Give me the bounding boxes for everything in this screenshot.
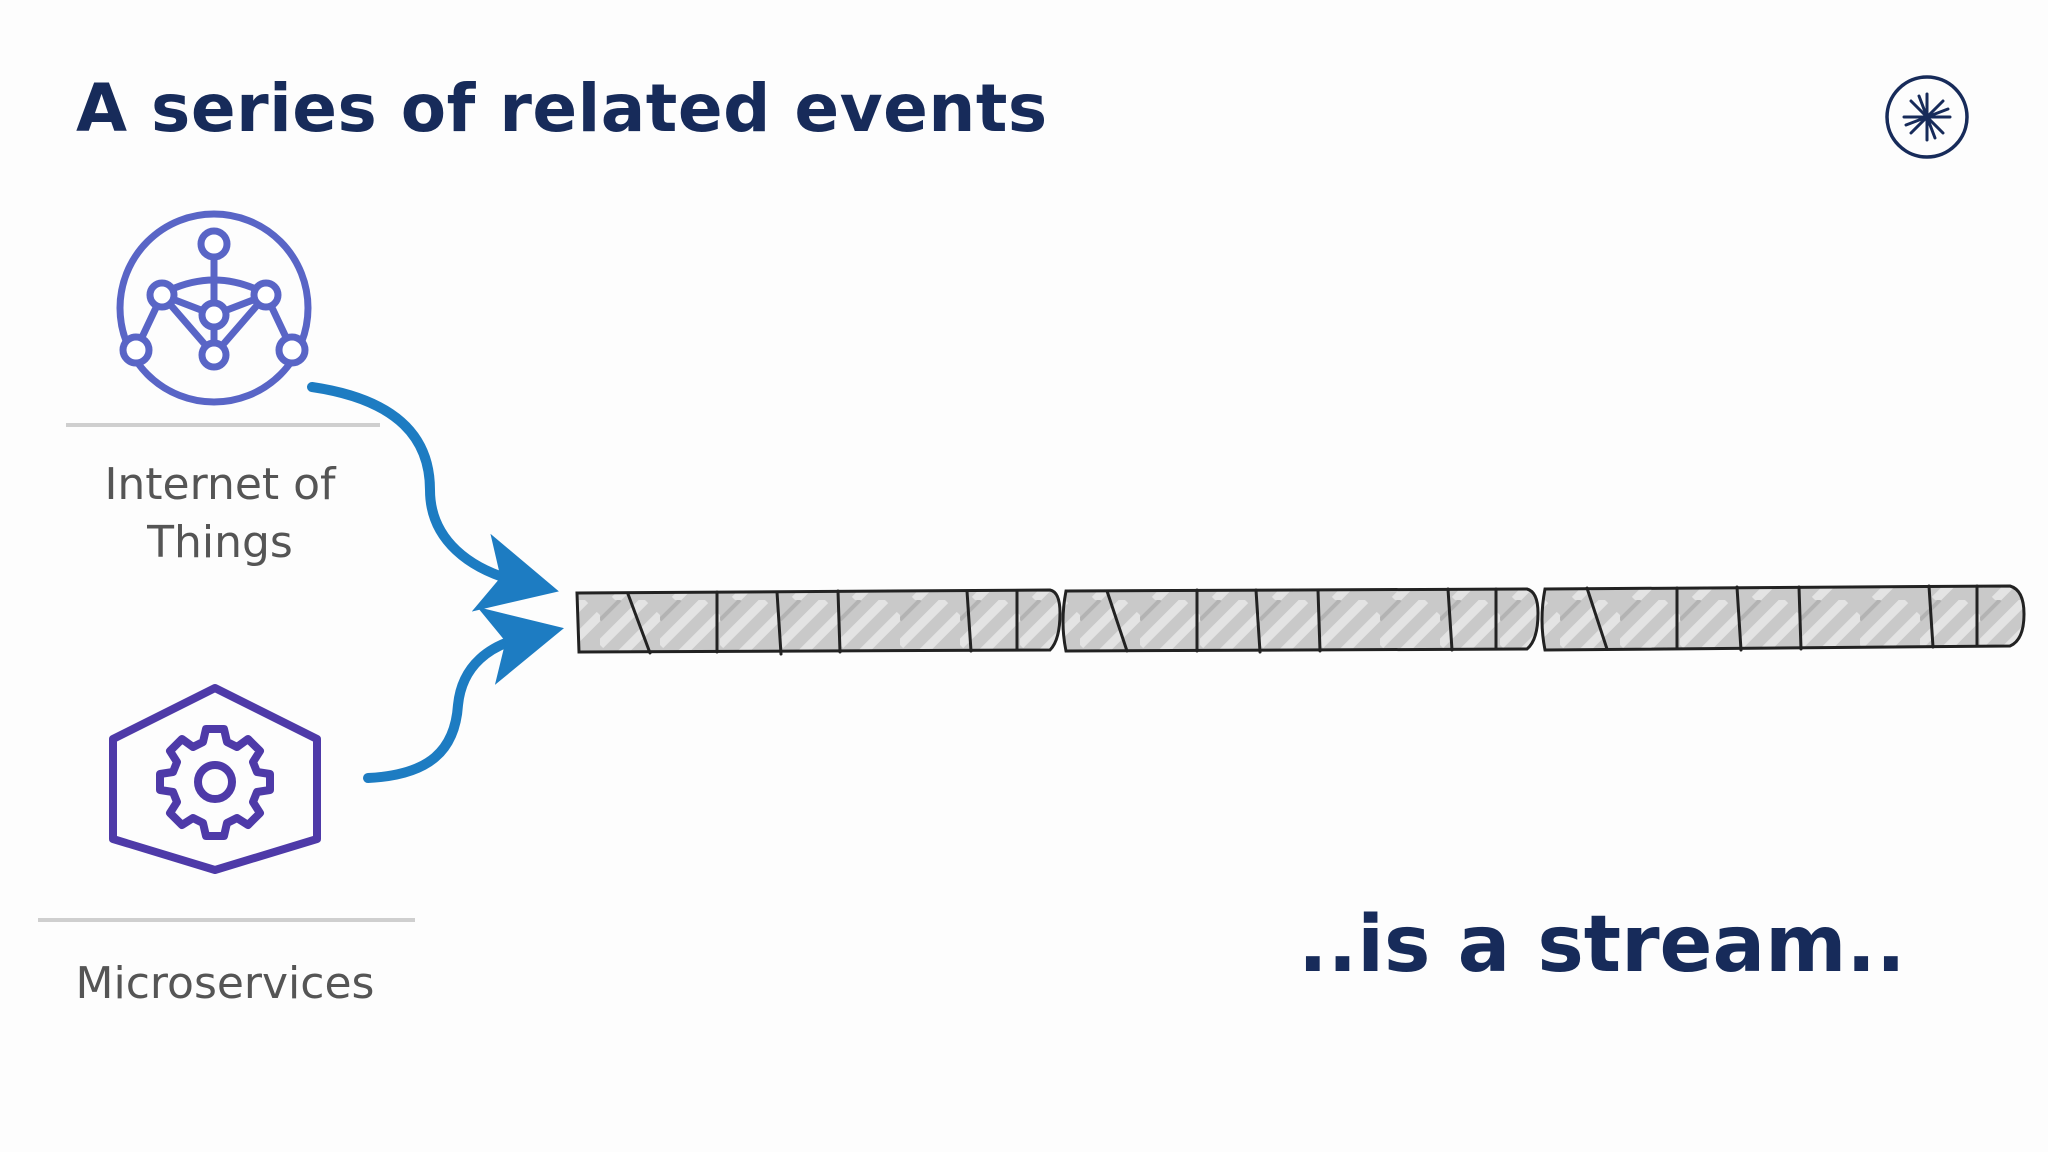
- starburst-logo-icon: [1885, 75, 1969, 159]
- event-stream: [575, 584, 2026, 656]
- microservices-arrow: [363, 606, 564, 783]
- iot-network-icon: [116, 210, 312, 406]
- stream-caption: ..is a stream..: [1298, 900, 1906, 990]
- event-divider: [1254, 588, 1262, 654]
- event-divider: [965, 589, 973, 653]
- iot-label: Internet of Things: [70, 456, 370, 572]
- microservices-label: Microservices: [75, 958, 375, 1009]
- event-divider: [1797, 585, 1803, 651]
- event-divider: [775, 590, 783, 656]
- slide-title: A series of related events: [76, 70, 1048, 147]
- stream-segment: [1540, 584, 2026, 652]
- event-divider: [1316, 588, 1322, 653]
- iot-arrow: [307, 382, 559, 612]
- event-divider: [626, 592, 652, 655]
- event-divider: [1446, 587, 1454, 652]
- event-divider: [1105, 589, 1129, 653]
- gear-hexagon-icon: [109, 684, 321, 874]
- iot-label-line2: Things: [147, 517, 293, 568]
- stream-segment: [1061, 587, 1540, 653]
- event-divider: [1735, 585, 1743, 652]
- event-divider: [1585, 586, 1609, 651]
- iot-label-line1: Internet of: [104, 459, 336, 510]
- event-divider: [836, 589, 842, 654]
- event-divider: [1927, 584, 1935, 649]
- stream-segment: [575, 588, 1062, 654]
